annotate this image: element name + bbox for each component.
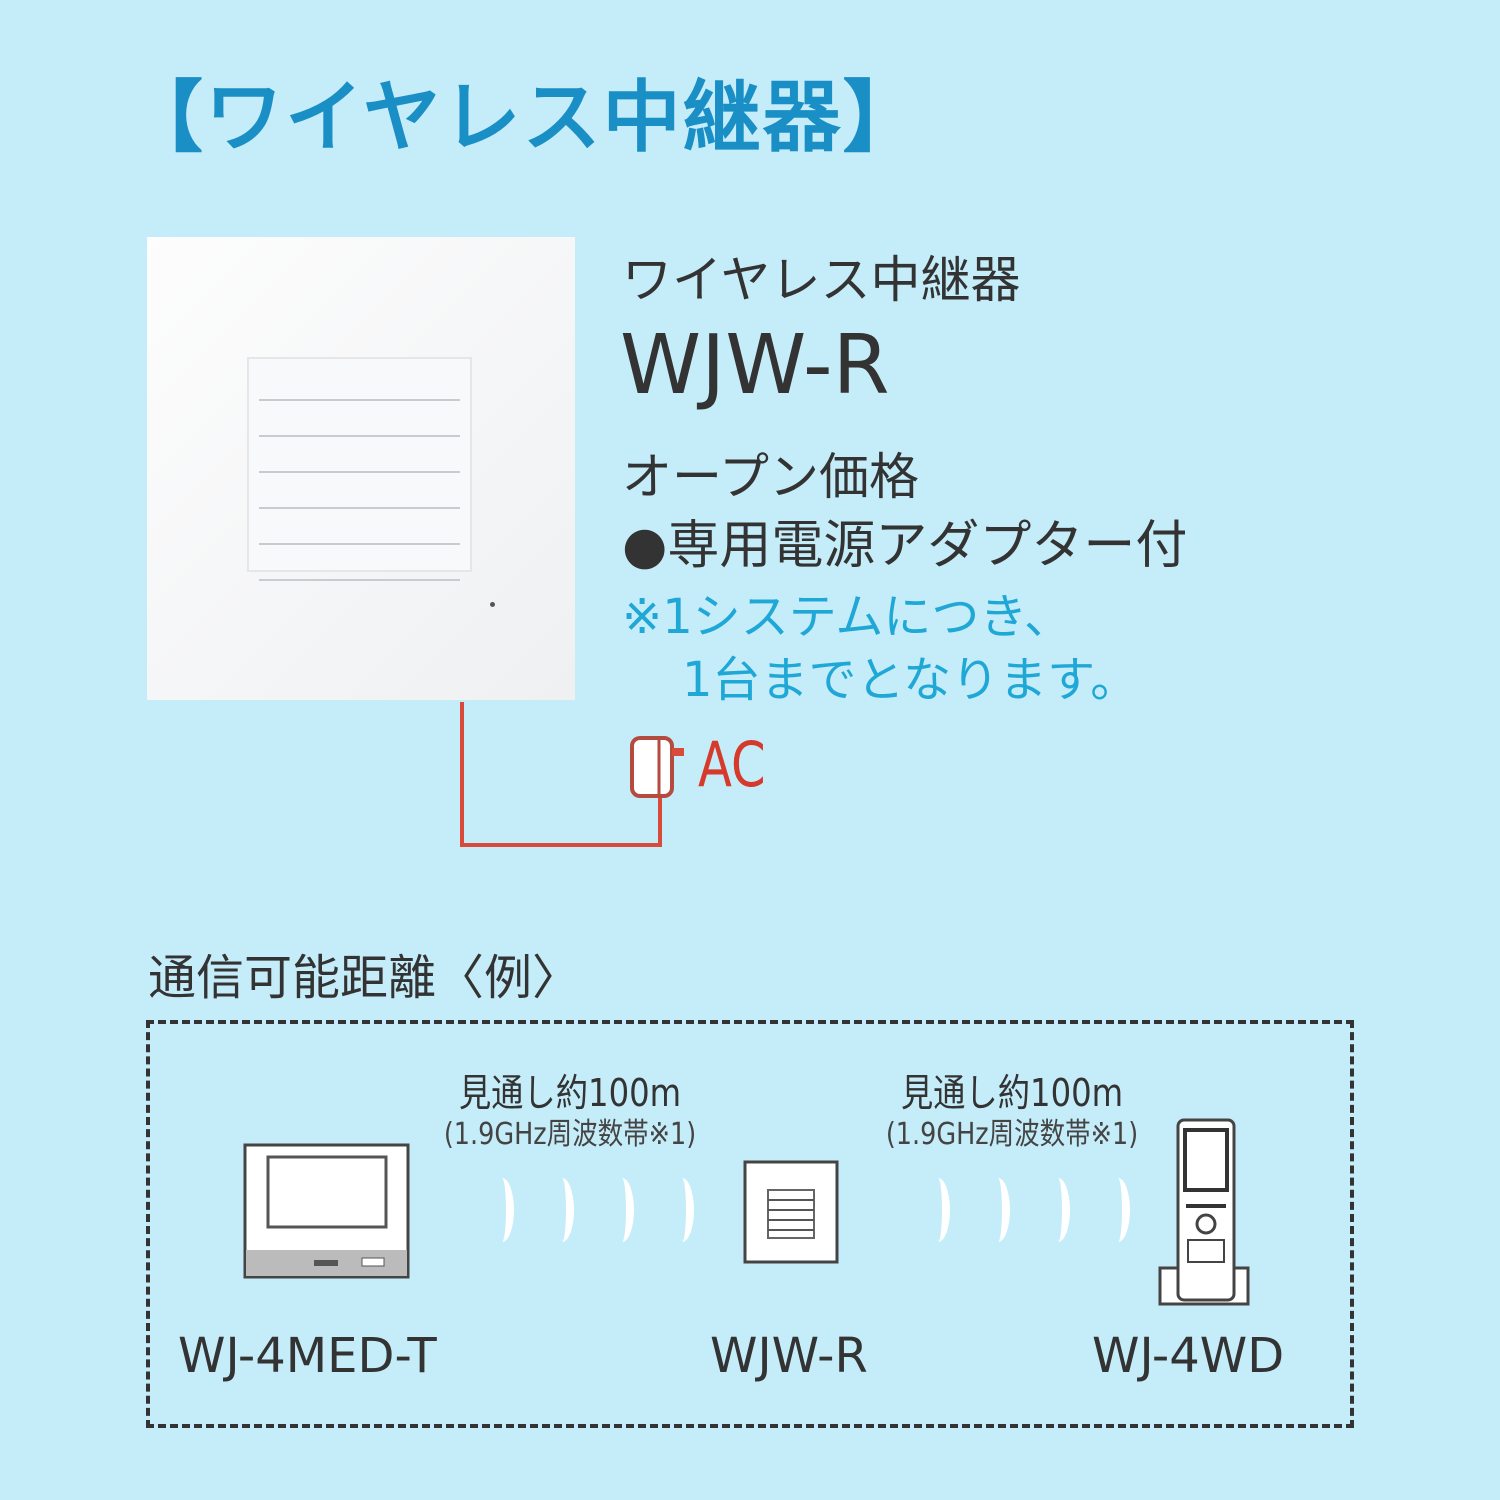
ac-adapter-icon: [630, 736, 684, 798]
monitor-icon: [243, 1143, 410, 1279]
ac-label: AC: [698, 728, 766, 801]
device-label-repeater: WJW-R: [710, 1328, 868, 1384]
device-label-monitor: WJ-4MED-T: [178, 1328, 437, 1384]
power-cord: [460, 702, 662, 847]
device-label-handset: WJ-4WD: [1092, 1328, 1285, 1384]
signal-waves-2: [926, 1178, 1130, 1242]
link-1-info: 見通し約100m (1.9GHz周波数帯※1): [443, 1072, 698, 1156]
power-cord-diagram: [460, 702, 684, 847]
limit-note-line1: ※1システムにつき、: [622, 589, 1072, 645]
repeater-icon: [743, 1160, 839, 1264]
product-model: WJW-R: [620, 318, 890, 413]
accessory-note: ●専用電源アダプター付: [622, 516, 1188, 576]
page-title: 【ワイヤレス中継器】: [125, 73, 923, 163]
signal-waves-1: [490, 1178, 694, 1242]
range-section-title: 通信可能距離〈例〉: [148, 950, 581, 1006]
limit-note-line2: 1台までとなります。: [682, 652, 1139, 708]
link-2-frequency: (1.9GHz周波数帯※1): [885, 1117, 1139, 1152]
product-price: オープン価格: [622, 448, 919, 506]
link-1-frequency: (1.9GHz周波数帯※1): [443, 1117, 697, 1152]
handset-icon: [1158, 1118, 1250, 1306]
link-1-distance: 見通し約100m: [458, 1071, 682, 1115]
range-example-box: [146, 1020, 1354, 1428]
link-2-info: 見通し約100m (1.9GHz周波数帯※1): [885, 1072, 1140, 1156]
product-name: ワイヤレス中継器: [622, 251, 1021, 309]
led-indicator: [490, 602, 495, 607]
device-icons: [243, 1118, 1250, 1306]
link-2-distance: 見通し約100m: [900, 1071, 1124, 1115]
repeater-product-image: [147, 237, 575, 700]
speaker-grille: [247, 357, 472, 581]
